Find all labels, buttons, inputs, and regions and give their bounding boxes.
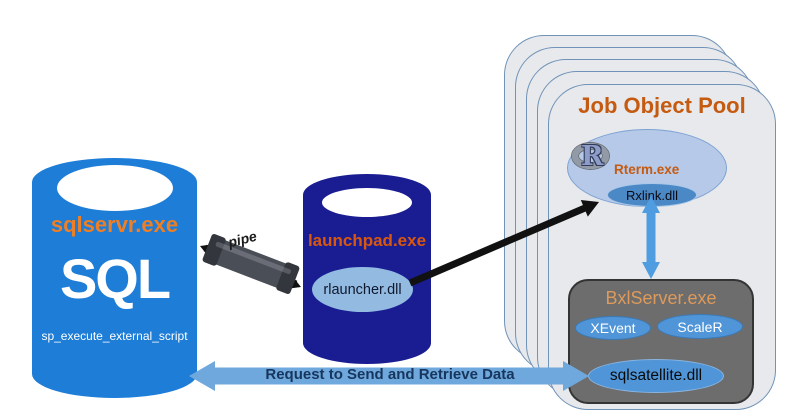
scaler-ellipse: ScaleR	[657, 314, 743, 339]
r-logo-letter: R	[581, 141, 604, 172]
pipe-arrow-shaft	[203, 244, 298, 288]
r-logo-ring	[572, 143, 609, 169]
xevent-label: XEvent	[590, 320, 636, 336]
rlauncher-dll-label: rlauncher.dll	[323, 281, 402, 298]
pipe-label: pipe	[226, 227, 259, 251]
launchpad-cylinder-opening	[322, 188, 412, 217]
sqlsatellite-dll-label: sqlsatellite.dll	[609, 367, 703, 384]
rterm-process-label: Rterm.exe	[614, 162, 680, 177]
stored-procedure-label: sp_execute_external_script	[41, 329, 188, 343]
scaler-label: ScaleR	[677, 318, 723, 335]
bxlserver-process-label: BxlServer.exe	[605, 288, 717, 308]
sqlsatellite-ellipse: sqlsatellite.dll	[588, 359, 724, 393]
job-object-pool-title: Job Object Pool	[578, 93, 746, 118]
rxlink-ellipse: Rxlink.dll	[607, 183, 697, 207]
pipe-coupling-left	[202, 234, 226, 266]
pipe-highlight	[215, 241, 291, 275]
rxlink-dll-label: Rxlink.dll	[625, 187, 678, 203]
r-language-logo-icon: R	[572, 142, 618, 180]
pipe-arrowhead-left	[200, 243, 218, 260]
pipe-coupling-right	[276, 262, 300, 294]
sql-cylinder-opening	[57, 165, 173, 211]
sql-logo-text: SQL	[59, 247, 171, 310]
xevent-ellipse: XEvent	[575, 316, 651, 340]
pipe-arrowhead-right	[284, 273, 301, 290]
data-request-label: Request to Send and Retrieve Data	[265, 366, 515, 383]
launchpad-process-label: launchpad.exe	[307, 231, 427, 250]
rlauncher-ellipse: rlauncher.dll	[312, 267, 413, 312]
sqlservr-process-label: sqlservr.exe	[50, 212, 179, 237]
